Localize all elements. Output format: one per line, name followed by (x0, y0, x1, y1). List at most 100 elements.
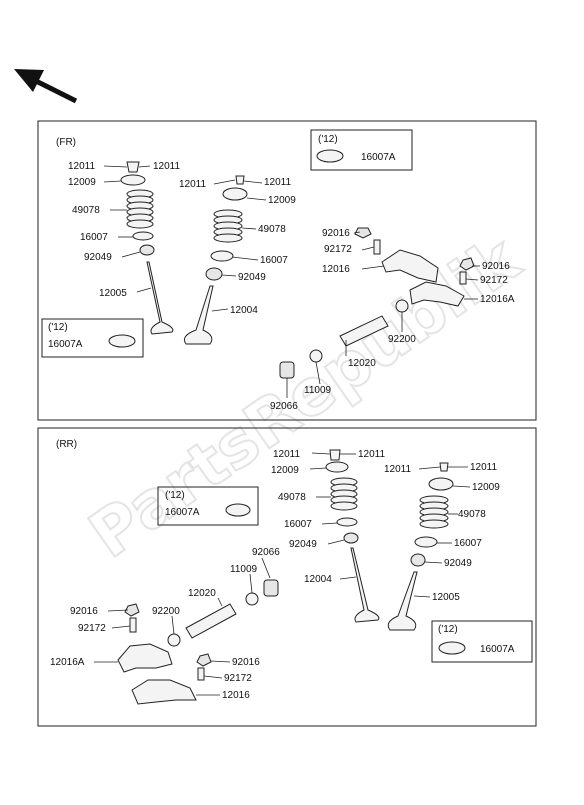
o-ring-icon (309, 349, 323, 363)
label-16007: 16007 (260, 255, 288, 266)
retainer-icon (120, 174, 146, 186)
label-12011: 12011 (153, 161, 181, 172)
seat-icon (132, 231, 154, 241)
shim-icon (225, 503, 251, 517)
label-92016: 92016 (70, 606, 98, 617)
rr-section-frame (37, 427, 537, 727)
spring-icon (330, 477, 358, 511)
valve-icon (350, 547, 380, 623)
fr-section-frame (37, 120, 537, 421)
seal-icon (205, 267, 223, 281)
shim-icon (108, 334, 136, 348)
label-92172: 92172 (324, 244, 352, 255)
rocker-shaft-icon (185, 603, 237, 639)
label-92172: 92172 (480, 275, 508, 286)
label-92049: 92049 (444, 558, 472, 569)
label-16007: 16007 (80, 232, 108, 243)
label-12020: 12020 (348, 358, 376, 369)
valve-icon (183, 285, 214, 345)
label-11009: 11009 (230, 564, 258, 575)
retainer-icon (222, 187, 248, 201)
label-16007A: 16007A (361, 152, 396, 163)
label-12011: 12011 (358, 449, 386, 460)
label-12020: 12020 (188, 588, 216, 599)
rr-note-box-2 (431, 620, 533, 663)
fr-note-box-1 (310, 129, 413, 171)
label-16007A: 16007A (480, 644, 515, 655)
valve-icon (387, 571, 418, 631)
label-92016: 92016 (322, 228, 350, 239)
retainer-icon (325, 461, 349, 473)
spring-icon (126, 189, 154, 229)
direction-arrow-icon (14, 69, 78, 104)
plug-icon (279, 361, 295, 379)
plug-icon (263, 579, 279, 597)
shim-icon (438, 641, 466, 655)
label-92172: 92172 (78, 623, 106, 634)
rocker-arm-icon (381, 249, 439, 283)
label-12005: 12005 (432, 592, 460, 603)
label-12016: 12016 (222, 690, 250, 701)
label-11009: 11009 (304, 385, 332, 396)
nut-icon (124, 603, 140, 617)
label-92066: 92066 (252, 547, 280, 558)
adjuster-screw-icon (129, 617, 137, 633)
label-16007: 16007 (454, 538, 482, 549)
label-12016A: 12016A (50, 657, 85, 668)
label-16007: 16007 (284, 519, 312, 530)
rr-section-label: (RR) (56, 439, 77, 450)
fr-valve-stack-1 (120, 161, 174, 335)
fr-valve-stack-2 (183, 175, 248, 345)
fr-note-year-2: ('12) (48, 322, 68, 333)
nut-icon (459, 257, 475, 271)
rr-note-year-2: ('12) (438, 624, 458, 635)
seal-icon (343, 532, 359, 544)
shim-icon (316, 149, 344, 163)
label-16007A: 16007A (48, 339, 83, 350)
rr-valve-stack-2 (387, 462, 454, 631)
label-12011: 12011 (179, 179, 207, 190)
label-49078: 49078 (278, 492, 306, 503)
label-12011: 12011 (470, 462, 498, 473)
label-92200: 92200 (152, 606, 180, 617)
label-12005: 12005 (99, 288, 127, 299)
label-12004: 12004 (304, 574, 332, 585)
label-12016A: 12016A (480, 294, 515, 305)
keeper-icon (439, 462, 449, 472)
seal-icon (410, 553, 426, 567)
label-92016: 92016 (232, 657, 260, 668)
label-12009: 12009 (472, 482, 500, 493)
label-92049: 92049 (84, 252, 112, 263)
label-49078: 49078 (258, 224, 286, 235)
rocker-arm-icon (131, 679, 197, 705)
fr-section-label: (FR) (56, 137, 76, 148)
spring-icon (419, 495, 449, 529)
label-92016: 92016 (482, 261, 510, 272)
adjuster-screw-icon (197, 667, 205, 681)
label-92049: 92049 (289, 539, 317, 550)
rocker-shaft-icon (339, 315, 389, 347)
keeper-icon (235, 175, 245, 185)
washer-icon (395, 299, 409, 313)
label-12011: 12011 (264, 177, 292, 188)
washer-icon (167, 633, 181, 647)
rr-note-year-1: ('12) (165, 490, 185, 501)
o-ring-icon (245, 592, 259, 606)
keeper-icon (329, 449, 341, 461)
label-92200: 92200 (388, 334, 416, 345)
rocker-arm-icon (409, 281, 465, 307)
fr-rocker-assembly (279, 227, 475, 379)
nut-icon (196, 653, 212, 667)
label-12011: 12011 (384, 464, 412, 475)
retainer-icon (428, 477, 454, 491)
seat-icon (210, 250, 234, 262)
valve-icon (146, 261, 174, 335)
label-49078: 49078 (72, 205, 100, 216)
label-92049: 92049 (238, 272, 266, 283)
adjuster-screw-icon (373, 239, 381, 255)
seal-icon (139, 244, 155, 256)
label-12004: 12004 (230, 305, 258, 316)
label-12009: 12009 (271, 465, 299, 476)
